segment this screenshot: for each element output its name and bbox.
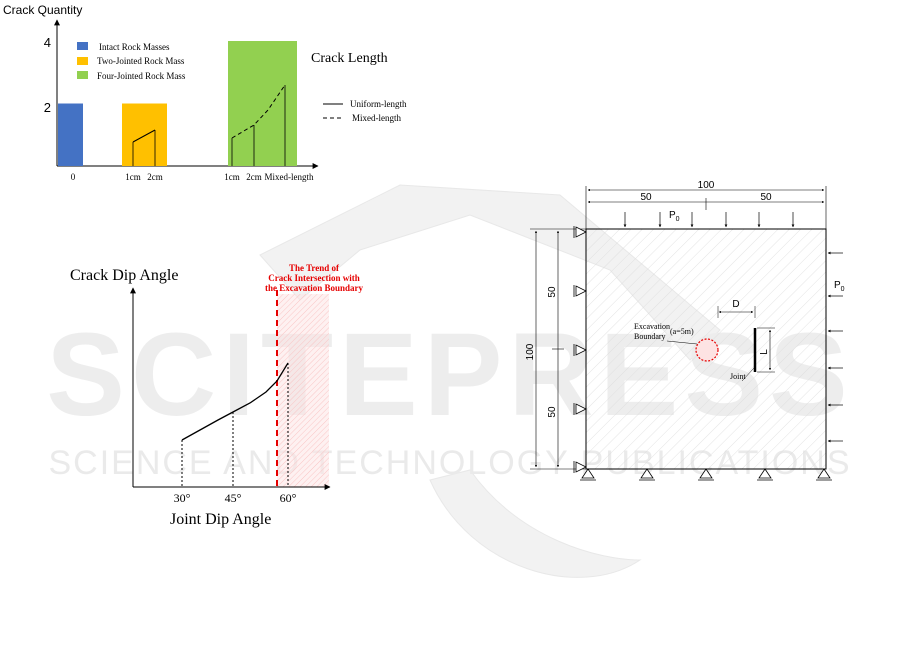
line-xtick-30: 30° — [174, 491, 191, 505]
four-jointed-mixed-line — [231, 84, 286, 139]
excavation-radius-label: (a=5m) — [670, 327, 694, 336]
legend-label-two-jointed: Two-Jointed Rock Mass — [97, 56, 185, 66]
bar-xtick-mixed: Mixed-length — [265, 172, 314, 182]
bar-xtick-2cm-b: 2cm — [246, 172, 262, 182]
left-roller-supports — [573, 226, 587, 473]
top-load-arrows — [623, 212, 795, 228]
bottom-support-3 — [698, 468, 714, 481]
bar-xtick-2cm-a: 2cm — [147, 172, 163, 182]
line-legend-dashed-label: Mixed-length — [352, 113, 401, 123]
line-chart-y-label: Crack Dip Angle — [70, 267, 178, 284]
bar-chart-x-label: Crack Length — [311, 51, 388, 66]
dim-l-label: L — [759, 349, 770, 355]
bar-xtick-1cm-a: 1cm — [125, 172, 141, 182]
excavation-label-line2: Boundary — [634, 332, 666, 341]
left-support-1 — [573, 226, 587, 238]
bar-two-jointed — [122, 103, 167, 166]
line-legend-solid-label: Uniform-length — [350, 99, 407, 109]
dim-top-left-label: 50 — [640, 192, 652, 203]
bottom-support-1 — [580, 468, 596, 481]
legend-label-intact: Intact Rock Masses — [99, 42, 170, 52]
excavation-circle — [695, 338, 719, 362]
annotation-line-1: The Trend of — [289, 263, 340, 273]
bar-group — [58, 41, 297, 166]
bottom-support-2 — [639, 468, 655, 481]
excavation-leader — [666, 340, 698, 345]
left-support-5 — [573, 461, 587, 473]
line-xtick-60: 60° — [280, 491, 297, 505]
bottom-support-4 — [757, 468, 773, 481]
left-support-2 — [573, 285, 587, 297]
crack-quantity-chart: Crack Quantity Crack Length 4 2 Intact R… — [3, 3, 407, 182]
line-chart-x-label: Joint Dip Angle — [170, 511, 271, 528]
bar-four-jointed — [228, 41, 297, 166]
top-load-label: P0 — [669, 210, 680, 223]
right-load-label: P0 — [834, 280, 845, 293]
joint-label: Joint — [730, 372, 746, 381]
legend-label-four-jointed: Four-Jointed Rock Mass — [97, 71, 186, 81]
left-support-4 — [573, 403, 587, 415]
right-load-arrows — [827, 251, 843, 443]
bottom-supports — [580, 468, 832, 481]
bottom-support-5 — [816, 468, 832, 481]
legend-swatch-intact — [77, 42, 88, 50]
bar-intact — [58, 103, 83, 166]
line-xtick-45: 45° — [225, 491, 242, 505]
numerical-model-diagram: 100 50 50 100 50 50 — [525, 180, 845, 481]
dim-left-top-label: 50 — [547, 286, 558, 298]
left-support-3 — [573, 344, 587, 356]
bar-xtick-0: 0 — [71, 172, 76, 182]
joint-leader — [741, 367, 755, 382]
bar-chart-y-label: Crack Quantity — [3, 3, 82, 17]
legend-swatch-two-jointed — [77, 57, 88, 65]
annotation-line-2: Crack Intersection with — [268, 273, 360, 283]
dim-left-bottom-label: 50 — [547, 406, 558, 418]
crack-dip-angle-chart: The Trend of Crack Intersection with the… — [70, 263, 364, 528]
bar-chart-ytick-2: 2 — [44, 100, 51, 115]
dim-d-label: D — [732, 299, 739, 310]
legend-swatch-four-jointed — [77, 71, 88, 79]
dim-top-total-label: 100 — [698, 180, 715, 191]
crack-dip-curve — [181, 362, 289, 441]
excavation-label-line1: Excavation — [634, 322, 670, 331]
bar-chart-ytick-4: 4 — [44, 35, 51, 50]
dim-left-total-label: 100 — [525, 343, 536, 360]
bar-xtick-1cm-b: 1cm — [224, 172, 240, 182]
dim-top-right-label: 50 — [760, 192, 772, 203]
intersection-trend-region-tint — [277, 294, 329, 487]
two-jointed-uniform-line — [132, 129, 156, 143]
annotation-line-3: the Excavation Boundary — [265, 283, 364, 293]
